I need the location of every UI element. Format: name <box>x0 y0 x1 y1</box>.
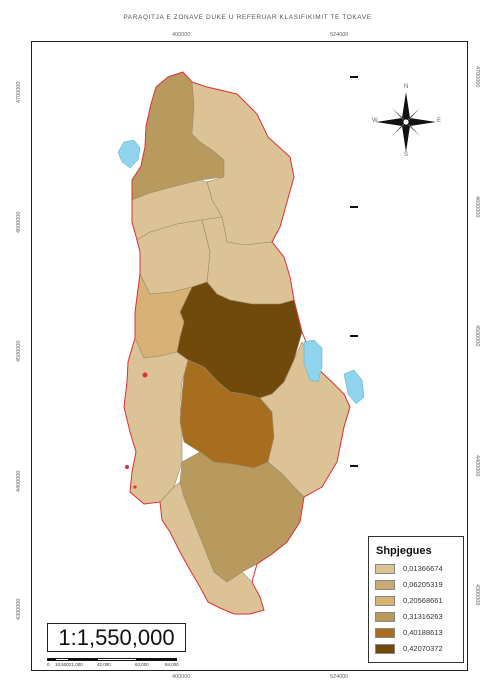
coord-bottom-label: 524000 <box>330 674 349 680</box>
legend-item: 0,06205319 <box>375 580 461 591</box>
scale-bar-label: 21,000 <box>69 662 83 667</box>
scale-ratio: 1:1,550,000 <box>47 623 186 652</box>
albania-regions <box>123 71 351 615</box>
coord-left-label: 4300000 <box>16 598 22 620</box>
legend-swatch <box>375 612 395 622</box>
grid-tick <box>350 335 358 337</box>
coord-left-label: 4700000 <box>16 81 22 103</box>
legend-label: 0,40188613 <box>403 628 443 637</box>
legend-item: 0,40188613 <box>375 628 461 639</box>
scale-bar-label: 63,000 <box>135 662 149 667</box>
legend-swatch <box>375 564 395 574</box>
coord-right-label: 4700000 <box>474 66 480 88</box>
legend-item: 0,01366674 <box>375 564 461 575</box>
coastal-islet <box>133 485 137 489</box>
legend-item: 0,20568661 <box>375 596 461 607</box>
scale-bar-label: 84,000 <box>165 662 179 667</box>
lakes <box>117 139 365 405</box>
scale-bar-label: 0 <box>47 662 50 667</box>
scale-bar-segment <box>55 658 69 661</box>
south-label: S <box>404 152 409 158</box>
grid-tick <box>350 465 358 467</box>
region-fier <box>123 337 189 505</box>
legend-item: 0,42070372 <box>375 644 461 655</box>
scale-bar-label: 10,500 <box>55 662 69 667</box>
coord-top-label: 524000 <box>330 32 349 38</box>
scale-bar-segment <box>69 658 97 661</box>
legend-title: Shpjegues <box>376 545 432 557</box>
legend-label: 0,31316263 <box>403 612 443 621</box>
coord-top-label: 400000 <box>172 32 191 38</box>
map-title: PARAQITJA E ZONAVE DUKE U REFERUAR KLASI… <box>123 14 372 21</box>
scale-bar-segment <box>47 658 55 661</box>
legend-label: 0,42070372 <box>403 644 443 653</box>
scale-bar-label: 42,000 <box>97 662 111 667</box>
coord-left-label: 4600000 <box>16 211 22 233</box>
country-border <box>123 71 351 615</box>
coord-left-label: 4400000 <box>16 470 22 492</box>
map-canvas <box>117 71 436 615</box>
legend-swatch <box>375 628 395 638</box>
coord-left-label: 4500000 <box>16 340 22 362</box>
coastal-islet <box>142 372 148 378</box>
legend-label: 0,20568661 <box>403 596 443 605</box>
legend-swatch <box>375 580 395 590</box>
scale-bar-segment <box>137 658 177 661</box>
west-label: W <box>372 118 378 124</box>
legend-label: 0,06205319 <box>403 580 443 589</box>
scale-bar: 0 10,500 21,000 42,000 63,000 84,000 <box>47 658 197 670</box>
grid-tick <box>350 206 358 208</box>
coord-right-label: 4500000 <box>474 325 480 347</box>
lake-ohrid <box>303 339 323 383</box>
lake-prespa <box>343 369 365 405</box>
legend-label: 0,01366674 <box>403 564 443 573</box>
coastal-islet <box>125 465 129 469</box>
grid-tick <box>350 76 358 78</box>
coord-right-label: 4300000 <box>474 584 480 606</box>
legend: Shpjegues 0,01366674 0,06205319 0,20568661… <box>368 536 464 663</box>
lake-shkoder <box>117 139 141 169</box>
coord-right-label: 4600000 <box>474 196 480 218</box>
coord-bottom-label: 400000 <box>172 674 191 680</box>
legend-item: 0,31316263 <box>375 612 461 623</box>
map-frame: N S W E Shpjegues 0,01366674 0,06205319 0,… <box>31 41 468 671</box>
legend-swatch <box>375 644 395 654</box>
east-label: E <box>437 118 442 124</box>
legend-swatch <box>375 596 395 606</box>
north-arrow-icon <box>376 92 436 152</box>
coord-right-label: 4400000 <box>474 455 480 477</box>
scale-bar-segment <box>97 658 137 661</box>
north-label: N <box>404 84 409 90</box>
